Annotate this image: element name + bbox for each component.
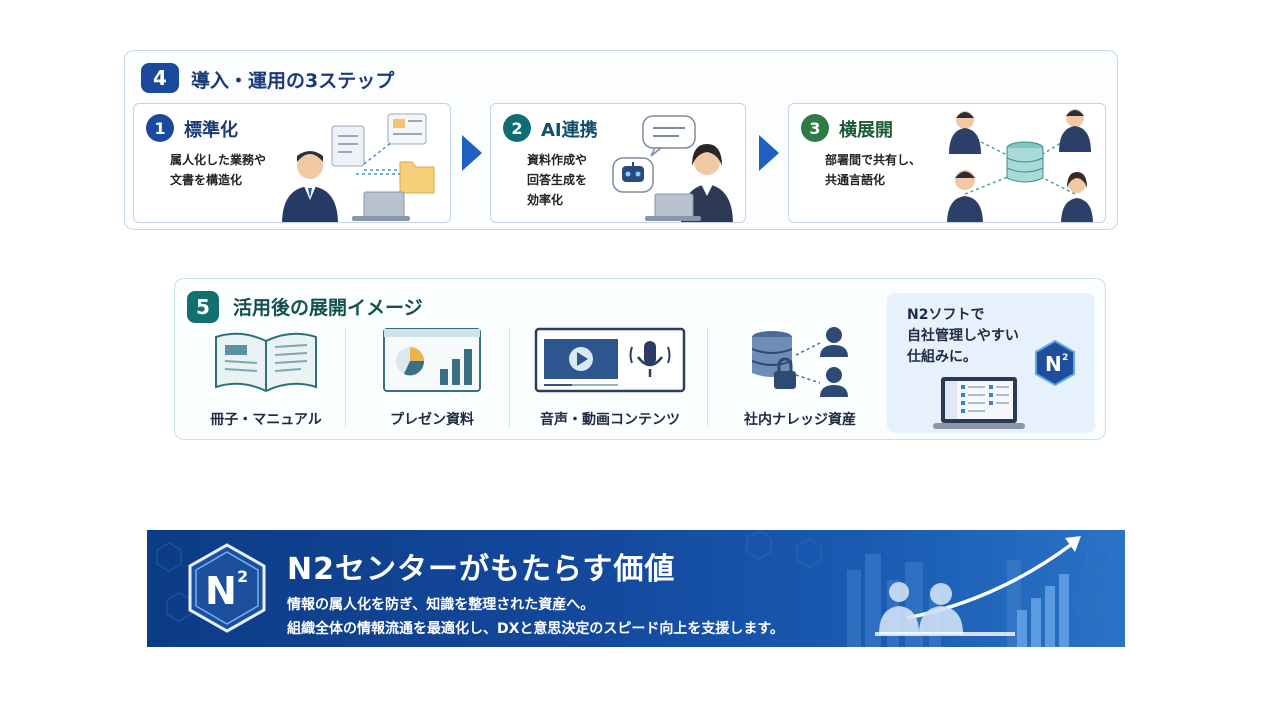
n2-software-callout: N2ソフトで 自社管理しやすい 仕組みに。 N 2 <box>887 293 1095 433</box>
usage-image-section: 5 活用後の展開イメージ 冊子・マニュアル プレゼン資料 <box>174 278 1106 440</box>
step-description: 資料作成や 回答生成を 効率化 <box>527 150 587 210</box>
n2-logo-icon: N 2 <box>188 543 266 633</box>
section-number-badge: 4 <box>141 63 179 93</box>
people-silhouette-icon <box>879 582 963 634</box>
banner-text-line: 組織全体の情報流通を最適化し、DXと意思決定のスピード向上を支援します。 <box>287 621 785 637</box>
callout-line: 仕組みに。 <box>907 349 977 365</box>
usage-item-media: 音声・動画コンテンツ <box>515 325 705 435</box>
video-audio-icon <box>534 327 686 393</box>
person-icon <box>949 111 981 154</box>
callout-line: N2ソフトで <box>907 307 985 323</box>
step-desc-line: 共通言語化 <box>825 173 886 187</box>
section-title: 活用後の展開イメージ <box>233 297 423 319</box>
section-title: 導入・運用の3ステップ <box>191 70 395 92</box>
step-desc-line: 属人化した業務や <box>170 153 267 167</box>
laptop-dashboard-icon <box>933 377 1025 429</box>
step-number: 3 <box>801 114 829 142</box>
usage-item-manual: 冊子・マニュアル <box>191 325 341 435</box>
shared-database-team-illustration <box>947 109 1093 222</box>
value-banner: N 2 N2センターがもたらす価値 情報の属人化を防ぎ、知識を整理された資産へ。… <box>147 530 1125 647</box>
steps-section: 4 導入・運用の3ステップ 1 標準化 属人化した業務や 文書を構造化 <box>124 50 1118 230</box>
step-card-standardize: 1 標準化 属人化した業務や 文書を構造化 <box>133 103 451 223</box>
user-icon <box>820 367 848 397</box>
logo-superscript: 2 <box>1062 353 1068 363</box>
step-description: 部署間で共有し、 共通言語化 <box>825 150 921 190</box>
step-card-ai-integration: 2 AI連携 資料作成や 回答生成を 効率化 <box>490 103 746 223</box>
divider <box>509 327 510 427</box>
open-book-icon <box>215 332 317 393</box>
section-number-badge: 5 <box>187 291 219 323</box>
user-icon <box>820 327 848 357</box>
usage-item-knowledge: 社内ナレッジ資産 <box>715 325 885 435</box>
presentation-chart-icon <box>383 328 481 392</box>
banner-text-line: 情報の属人化を防ぎ、知識を整理された資産へ。 <box>287 597 595 613</box>
logo-letter: N <box>205 569 237 613</box>
step-desc-line: 効率化 <box>527 193 564 207</box>
usage-item-label: プレゼン資料 <box>390 412 474 428</box>
step-number: 1 <box>146 114 174 142</box>
step-title: AI連携 <box>541 120 598 141</box>
step-title: 横展開 <box>839 120 893 141</box>
hexagon-pattern-background <box>156 530 1112 647</box>
step-number: 2 <box>503 114 531 142</box>
step-title: 標準化 <box>184 120 238 141</box>
arrow-right-icon <box>462 135 482 171</box>
logo-letter: N <box>1045 352 1062 376</box>
step-desc-line: 資料作成や <box>527 153 588 167</box>
usage-item-label: 冊子・マニュアル <box>210 412 322 428</box>
step-desc-line: 文書を構造化 <box>170 173 243 187</box>
step-desc-line: 部署間で共有し、 <box>825 153 922 167</box>
arrow-right-icon <box>759 135 779 171</box>
worker-documents-illustration <box>282 113 435 222</box>
logo-superscript: 2 <box>237 567 248 586</box>
callout-line: 自社管理しやすい <box>907 328 1019 344</box>
step-desc-line: 回答生成を <box>527 173 588 187</box>
banner-title: N2センターがもたらす価値 <box>287 552 676 587</box>
n2-logo-icon: N 2 <box>1035 339 1075 387</box>
step-card-expansion: 3 横展開 部署間で共有し、 共通言語化 <box>788 103 1106 223</box>
divider <box>707 327 708 427</box>
database-lock-users-icon <box>751 327 848 397</box>
step-description: 属人化した業務や 文書を構造化 <box>170 150 266 190</box>
divider <box>345 327 346 427</box>
callout-text: N2ソフトで 自社管理しやすい 仕組みに。 <box>907 305 1019 368</box>
ai-assistant-illustration <box>612 115 733 222</box>
usage-item-label: 音声・動画コンテンツ <box>540 412 680 428</box>
usage-item-presentation: プレゼン資料 <box>357 325 507 435</box>
usage-item-label: 社内ナレッジ資産 <box>744 412 856 428</box>
